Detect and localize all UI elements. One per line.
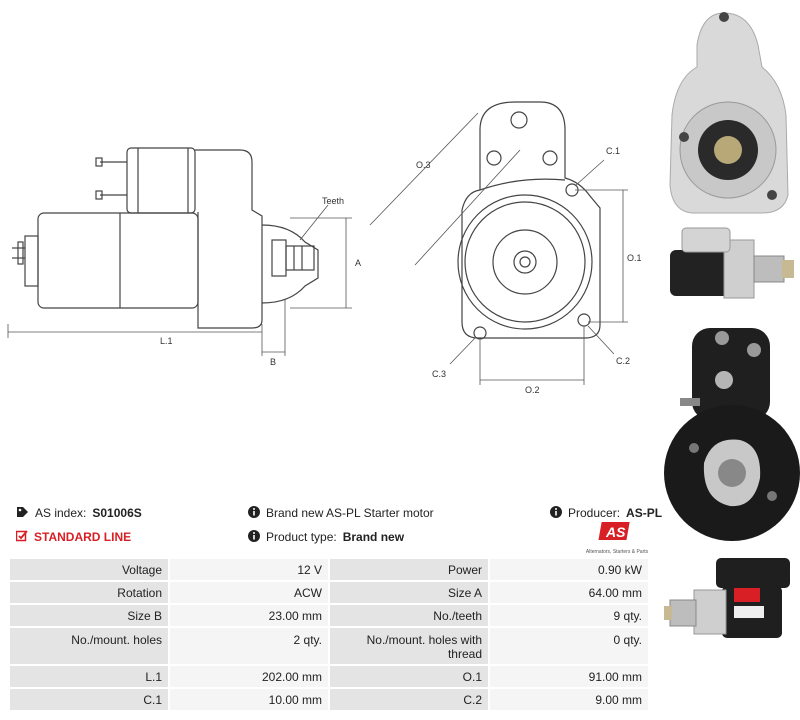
spec-label: No./teeth xyxy=(330,605,490,628)
table-row: No./mount. holes 2 qty. No./mount. holes… xyxy=(10,628,650,666)
spec-label: No./mount. holes with thread xyxy=(330,628,490,666)
svg-text:AS: AS xyxy=(605,524,626,540)
spec-value: 64.00 mm xyxy=(490,582,650,605)
spec-label: No./mount. holes xyxy=(10,628,170,666)
label-c2: C.2 xyxy=(616,356,630,366)
label-a: A xyxy=(355,258,361,268)
photo-side-view xyxy=(670,227,794,299)
info-row-2: STANDARD LINE Product type: Brand new xyxy=(15,526,650,548)
info-icon xyxy=(550,505,562,521)
producer-value: AS-PL xyxy=(626,506,663,520)
photo-three-quarter-view xyxy=(664,558,790,638)
as-index-label: AS index: xyxy=(35,506,87,520)
product-type-value: Brand new xyxy=(342,530,405,544)
table-row: C.1 10.00 mm C.2 9.00 mm xyxy=(10,689,650,712)
spec-label: C.1 xyxy=(10,689,170,712)
label-teeth: Teeth xyxy=(322,196,344,206)
photo-front-view xyxy=(669,12,789,214)
spec-label: Rotation xyxy=(10,582,170,605)
producer-label: Producer: xyxy=(568,506,621,520)
tag-icon xyxy=(16,506,29,521)
technical-drawing: Teeth A B L.1 O.3 C.1 O.1 C.2 C.3 O.2 xyxy=(7,101,642,395)
spec-value: 202.00 mm xyxy=(170,666,330,689)
spec-label: L.1 xyxy=(10,666,170,689)
specs-table: Voltage 12 V Power 0.90 kW Rotation ACW … xyxy=(10,559,650,712)
table-row: L.1 202.00 mm O.1 91.00 mm xyxy=(10,666,650,689)
as-pl-logo: AS Alternators, Starters & Parts xyxy=(584,520,650,555)
spec-label: Power xyxy=(330,559,490,582)
spec-label: Size B xyxy=(10,605,170,628)
spec-value: 12 V xyxy=(170,559,330,582)
description-text: Brand new AS-PL Starter motor xyxy=(266,506,434,520)
spec-value: 91.00 mm xyxy=(490,666,650,689)
product-description: Brand new AS-PL Starter motor xyxy=(248,505,434,521)
spec-value: 10.00 mm xyxy=(170,689,330,712)
label-l1: L.1 xyxy=(160,336,173,346)
info-icon xyxy=(248,529,260,545)
product-type: Product type: Brand new xyxy=(248,529,405,545)
product-type-label: Product type: xyxy=(266,530,337,544)
spec-label: Size A xyxy=(330,582,490,605)
table-row: Voltage 12 V Power 0.90 kW xyxy=(10,559,650,582)
spec-value: ACW xyxy=(170,582,330,605)
standard-line-label: STANDARD LINE xyxy=(34,530,132,544)
table-row: Size B 23.00 mm No./teeth 9 qty. xyxy=(10,605,650,628)
info-row-1: AS index: S01006S Brand new AS-PL Starte… xyxy=(16,502,662,524)
table-row: Rotation ACW Size A 64.00 mm xyxy=(10,582,650,605)
producer: Producer: AS-PL xyxy=(550,505,663,521)
spec-label: O.1 xyxy=(330,666,490,689)
label-b: B xyxy=(270,357,276,367)
spec-label: C.2 xyxy=(330,689,490,712)
label-o3: O.3 xyxy=(416,160,431,170)
checkbox-icon xyxy=(15,529,28,545)
as-logo-mark: AS xyxy=(598,522,630,540)
spec-value: 0.90 kW xyxy=(490,559,650,582)
spec-value: 2 qty. xyxy=(170,628,330,666)
label-c3: C.3 xyxy=(432,369,446,379)
photo-rear-view xyxy=(664,328,800,541)
spec-value: 9.00 mm xyxy=(490,689,650,712)
label-o1: O.1 xyxy=(627,253,642,263)
label-o2: O.2 xyxy=(525,385,540,395)
spec-value: 9 qty. xyxy=(490,605,650,628)
product-photos xyxy=(662,0,800,720)
info-icon xyxy=(248,505,260,521)
as-logo-tagline: Alternators, Starters & Parts xyxy=(585,549,649,555)
spec-value: 0 qty. xyxy=(490,628,650,666)
side-view-drawing xyxy=(12,147,319,329)
as-index: AS index: S01006S xyxy=(16,506,142,521)
front-view-drawing xyxy=(457,101,601,340)
label-c1: C.1 xyxy=(606,146,620,156)
spec-value: 23.00 mm xyxy=(170,605,330,628)
standard-line: STANDARD LINE xyxy=(15,529,132,545)
spec-label: Voltage xyxy=(10,559,170,582)
as-index-value: S01006S xyxy=(92,506,142,520)
